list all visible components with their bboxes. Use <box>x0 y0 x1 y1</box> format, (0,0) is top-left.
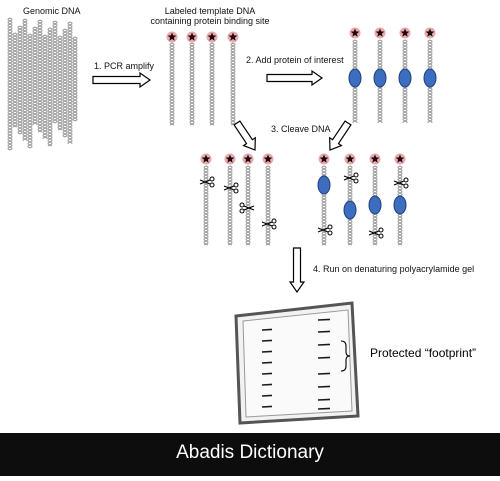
gel-band <box>261 350 273 353</box>
radiolabel-star-icon <box>400 28 410 37</box>
dna-strand <box>37 19 43 133</box>
dna-strand <box>12 32 18 128</box>
banner-bar <box>0 433 500 476</box>
scissors-icon <box>261 218 277 230</box>
template-dna-label-line1: Labeled template DNA <box>164 6 256 16</box>
gel-band <box>261 339 273 342</box>
gel-surface <box>242 309 353 418</box>
arrow-cleave-left <box>233 120 256 151</box>
dna-strand <box>209 42 215 126</box>
gel-band <box>317 398 331 401</box>
template-dna-strands <box>166 31 239 126</box>
gel-band <box>261 394 273 397</box>
dna-strand <box>245 165 251 246</box>
dna-strand <box>22 18 28 141</box>
radiolabel-star-icon <box>375 28 385 37</box>
step-2-label: 2. Add protein of interest <box>246 55 344 65</box>
dna-strand <box>62 28 68 138</box>
dna-strand <box>230 42 236 126</box>
gel-band <box>317 372 331 375</box>
gel-band <box>261 405 273 408</box>
genomic-dna-label: Genomic DNA <box>23 6 81 16</box>
radiolabel-star-icon <box>370 154 380 163</box>
arrow-pcr <box>92 71 152 89</box>
scissors-icon <box>239 202 255 214</box>
gel-band <box>317 330 331 333</box>
footprint-bracket <box>340 340 351 372</box>
gel-band <box>317 343 331 346</box>
arrow-cleave-right <box>329 120 352 151</box>
dna-strand <box>7 17 13 151</box>
dna-strand <box>42 34 48 139</box>
dna-strand <box>227 165 233 246</box>
radiolabel-star-icon <box>425 28 435 37</box>
protein-bound-strands <box>348 27 437 123</box>
radiolabel-star-icon <box>201 154 211 163</box>
genomic-dna-strands <box>7 17 78 151</box>
process-arrows <box>92 69 352 294</box>
dna-strand <box>203 165 209 246</box>
dna-strand <box>17 25 23 135</box>
dna-strand <box>67 21 73 144</box>
radiolabel-star-icon <box>319 154 329 163</box>
cleaved-bound-strands <box>317 153 409 246</box>
protein-blob <box>398 68 412 88</box>
protein-blob <box>348 68 362 88</box>
radiolabel-star-icon <box>350 28 360 37</box>
protein-blob <box>343 200 357 220</box>
radiolabel-star-icon <box>243 154 253 163</box>
gel-band <box>317 407 331 410</box>
dna-strand <box>32 26 38 125</box>
radiolabel-star-icon <box>167 32 177 41</box>
radiolabel-star-icon <box>187 32 197 41</box>
arrow-run-gel <box>288 247 306 294</box>
radiolabel-star-icon <box>263 154 273 163</box>
radiolabel-star-icon <box>345 154 355 163</box>
gel-band <box>261 372 273 375</box>
dna-strand <box>72 36 78 122</box>
dna-strand <box>47 27 53 147</box>
radiolabel-star-icon <box>395 154 405 163</box>
arrow-add-protein <box>266 69 324 87</box>
step-3-label: 3. Cleave DNA <box>271 124 331 134</box>
scissors-icon <box>368 227 384 239</box>
protein-blob <box>368 195 382 215</box>
template-dna-label-line2: containing protein binding site <box>150 16 270 26</box>
dna-strand <box>27 33 33 149</box>
protein-blob <box>423 68 437 88</box>
dna-strand <box>57 35 63 131</box>
step-1-label: 1. PCR amplify <box>94 61 155 71</box>
gel-band <box>261 383 273 386</box>
radiolabel-star-icon <box>228 32 238 41</box>
scissors-icon <box>223 182 239 194</box>
dna-strand <box>169 42 175 126</box>
gel-band <box>261 361 273 364</box>
protein-blob <box>393 195 407 215</box>
gel-band <box>261 328 273 331</box>
radiolabel-star-icon <box>207 32 217 41</box>
protein-blob <box>373 68 387 88</box>
gel-slab <box>234 301 360 425</box>
gel-band <box>317 318 331 321</box>
scissors-icon <box>393 177 409 189</box>
scissors-icon <box>317 224 333 236</box>
dna-strand <box>189 42 195 126</box>
cleaved-naked-strands <box>199 153 277 246</box>
step-4-label: 4. Run on denaturing polyacrylamide gel <box>313 264 475 274</box>
scissors-icon <box>199 176 215 188</box>
gel-band <box>317 385 331 388</box>
banner-title: Abadis Dictionary <box>176 442 324 463</box>
gel-band <box>317 356 331 359</box>
scissors-icon <box>343 172 359 184</box>
dna-strand <box>265 165 271 246</box>
protein-blob <box>317 175 331 195</box>
protected-footprint-label: Protected “footprint” <box>370 346 477 360</box>
radiolabel-star-icon <box>225 154 235 163</box>
dna-strand <box>52 20 58 124</box>
